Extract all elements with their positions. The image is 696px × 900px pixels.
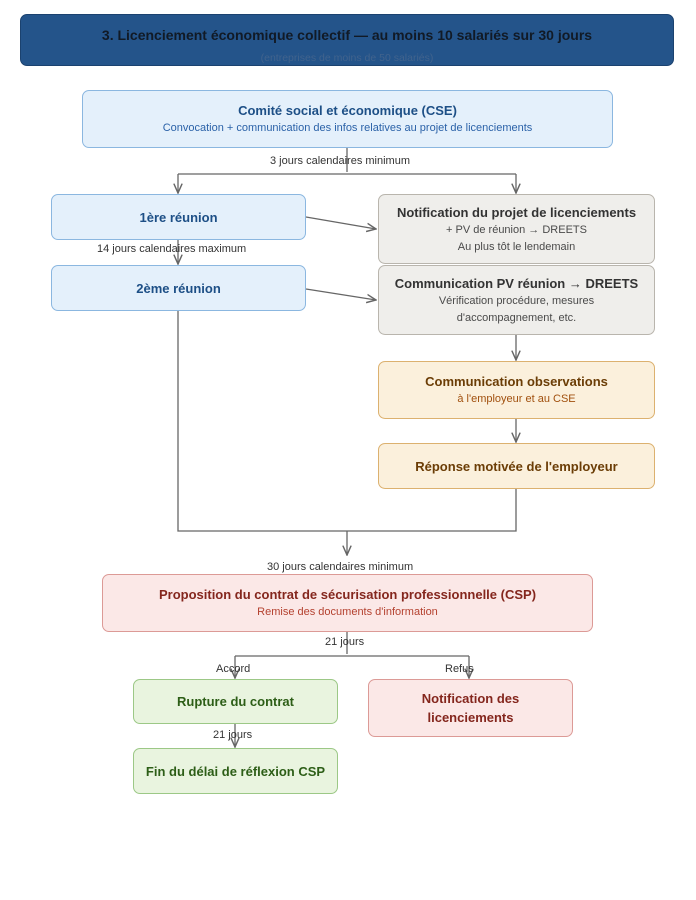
node-reponse-title: Réponse motivée de l'employeur <box>415 458 618 474</box>
label-delay-14j: 14 jours calendaires maximum <box>97 243 247 255</box>
arrow-reunion2-commpv <box>305 288 376 300</box>
node-comm-pv-sub2: d'accompagnement, etc. <box>456 311 577 324</box>
label-delay-30j: 30 jours calendaires minimum <box>267 561 414 573</box>
node-comm-pv: Communication PV réunion → DREETS Vérifi… <box>378 265 655 335</box>
node-fin-csp-title: Fin du délai de réflexion CSP <box>145 763 326 779</box>
node-notif-projet-sub2: Au plus tôt le lendemain <box>457 240 576 253</box>
label-refus: Refus <box>445 663 474 675</box>
diagram-title: 3. Licenciement économique collectif — a… <box>101 27 593 43</box>
node-comm-obs-sub: à l'employeur et au CSE <box>457 393 576 405</box>
node-csp: Proposition du contrat de sécurisation p… <box>102 574 593 632</box>
node-reunion1: 1ère réunion <box>51 194 306 240</box>
node-rupture: Rupture du contrat <box>133 679 338 724</box>
node-rupture-title: Rupture du contrat <box>177 694 294 709</box>
node-comm-obs-title: Communication observations <box>425 374 608 389</box>
node-notif-licenciements-title2: licenciements <box>427 710 514 725</box>
node-reunion2: 2ème réunion <box>51 265 306 311</box>
node-notif-projet-title: Notification du projet de licenciements <box>396 204 637 220</box>
node-comm-obs: Communication observations à l'employeur… <box>378 361 655 419</box>
diagram-subtitle: (entreprises de moins de 50 salariés) <box>260 52 434 64</box>
arrow-reunion1-notif <box>305 216 376 229</box>
diagram-header: 3. Licenciement économique collectif — a… <box>20 14 674 66</box>
node-notif-licenciements-title: Notification des <box>421 691 520 706</box>
label-delay-21j-b: 21 jours <box>213 729 253 741</box>
label-accord: Accord <box>216 663 251 675</box>
label-delay-3j: 3 jours calendaires minimum <box>270 155 410 167</box>
node-notif-projet-sub1: + PV de réunion → DREETS <box>446 223 587 236</box>
node-notif-projet: Notification du projet de licenciements … <box>378 194 655 264</box>
node-csp-sub: Remise des documents d'information <box>257 606 438 618</box>
node-cse: Comité social et économique (CSE) Convoc… <box>82 90 613 148</box>
node-cse-sub: Convocation + communication des infos re… <box>162 122 533 134</box>
node-cse-title: Comité social et économique (CSE) <box>238 103 457 118</box>
arrow-left-down <box>177 311 517 532</box>
node-reunion2-title: 2ème réunion <box>136 280 221 296</box>
node-csp-title: Proposition du contrat de sécurisation p… <box>158 587 537 602</box>
node-fin-csp: Fin du délai de réflexion CSP <box>133 748 338 794</box>
node-notif-licenciements: Notification des licenciements <box>368 679 573 737</box>
node-reunion1-title: 1ère réunion <box>139 209 218 225</box>
node-comm-pv-sub1: Vérification procédure, mesures <box>438 294 595 307</box>
label-delay-21j-a: 21 jours <box>325 636 365 648</box>
node-reponse: Réponse motivée de l'employeur <box>378 443 655 489</box>
node-comm-pv-title: Communication PV réunion → DREETS <box>394 275 639 291</box>
